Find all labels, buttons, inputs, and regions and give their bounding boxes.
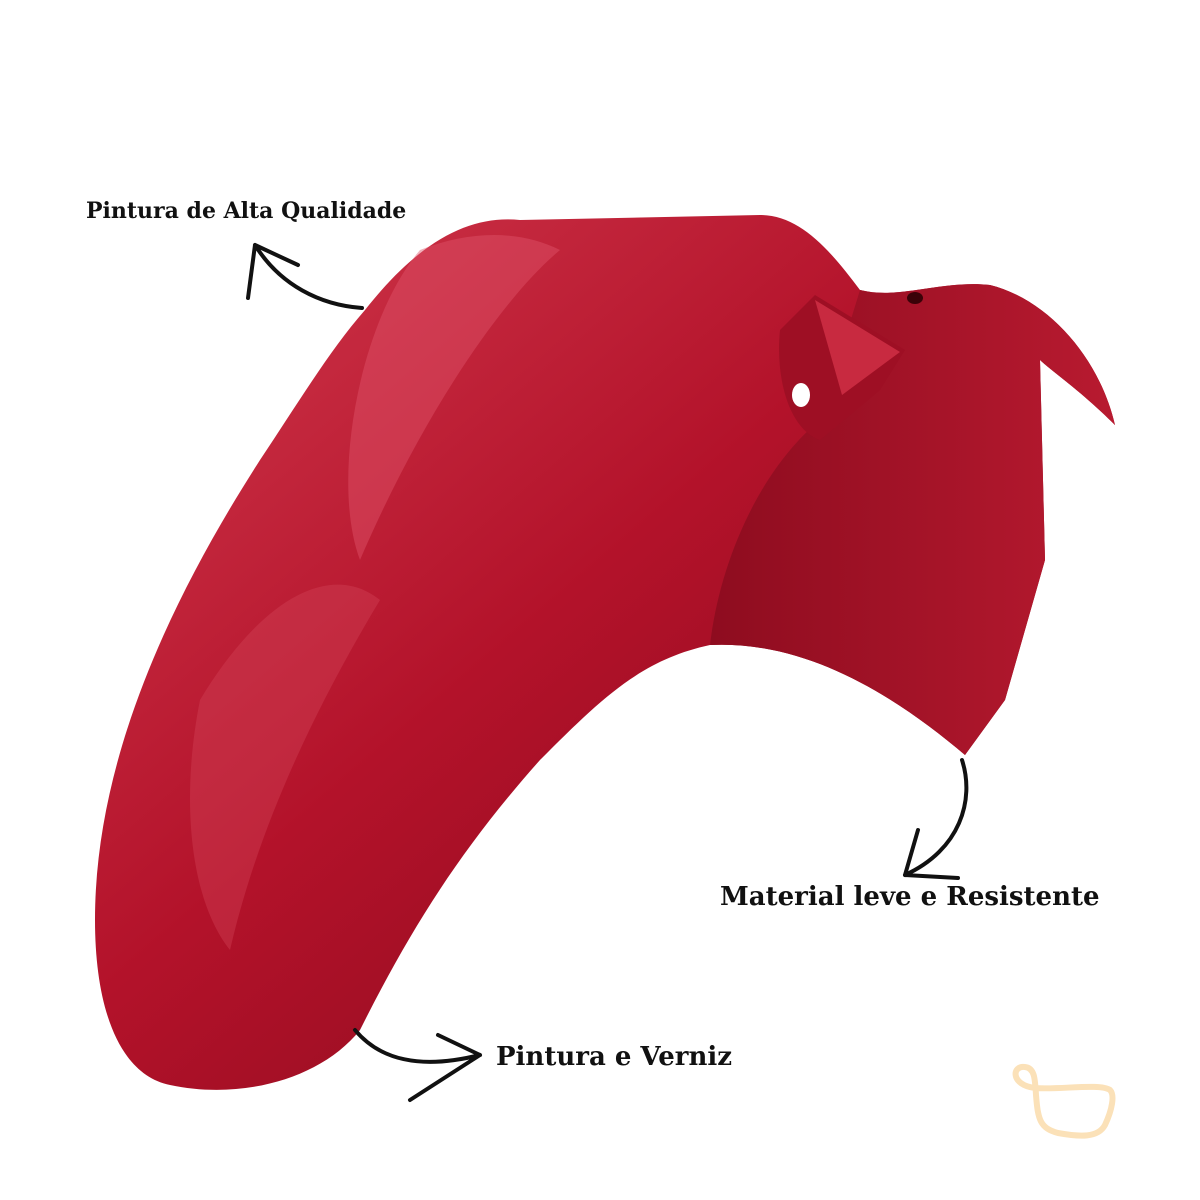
arrow-down-left-icon [903,758,969,880]
fender-highlight [348,235,560,560]
annotation-paint-quality: Pintura de Alta Qualidade [86,198,407,224]
shopping-basket-logo-icon [1012,1063,1116,1139]
annotation-paint-varnish: Pintura e Verniz [496,1042,733,1072]
fender-highlight [190,584,380,950]
fender-side [710,284,1115,755]
mount-hole [792,383,810,407]
annotation-material: Material leve e Resistente [720,882,1100,912]
arrow-right-icon [353,1028,482,1102]
arrow-up-left-icon [246,243,364,310]
